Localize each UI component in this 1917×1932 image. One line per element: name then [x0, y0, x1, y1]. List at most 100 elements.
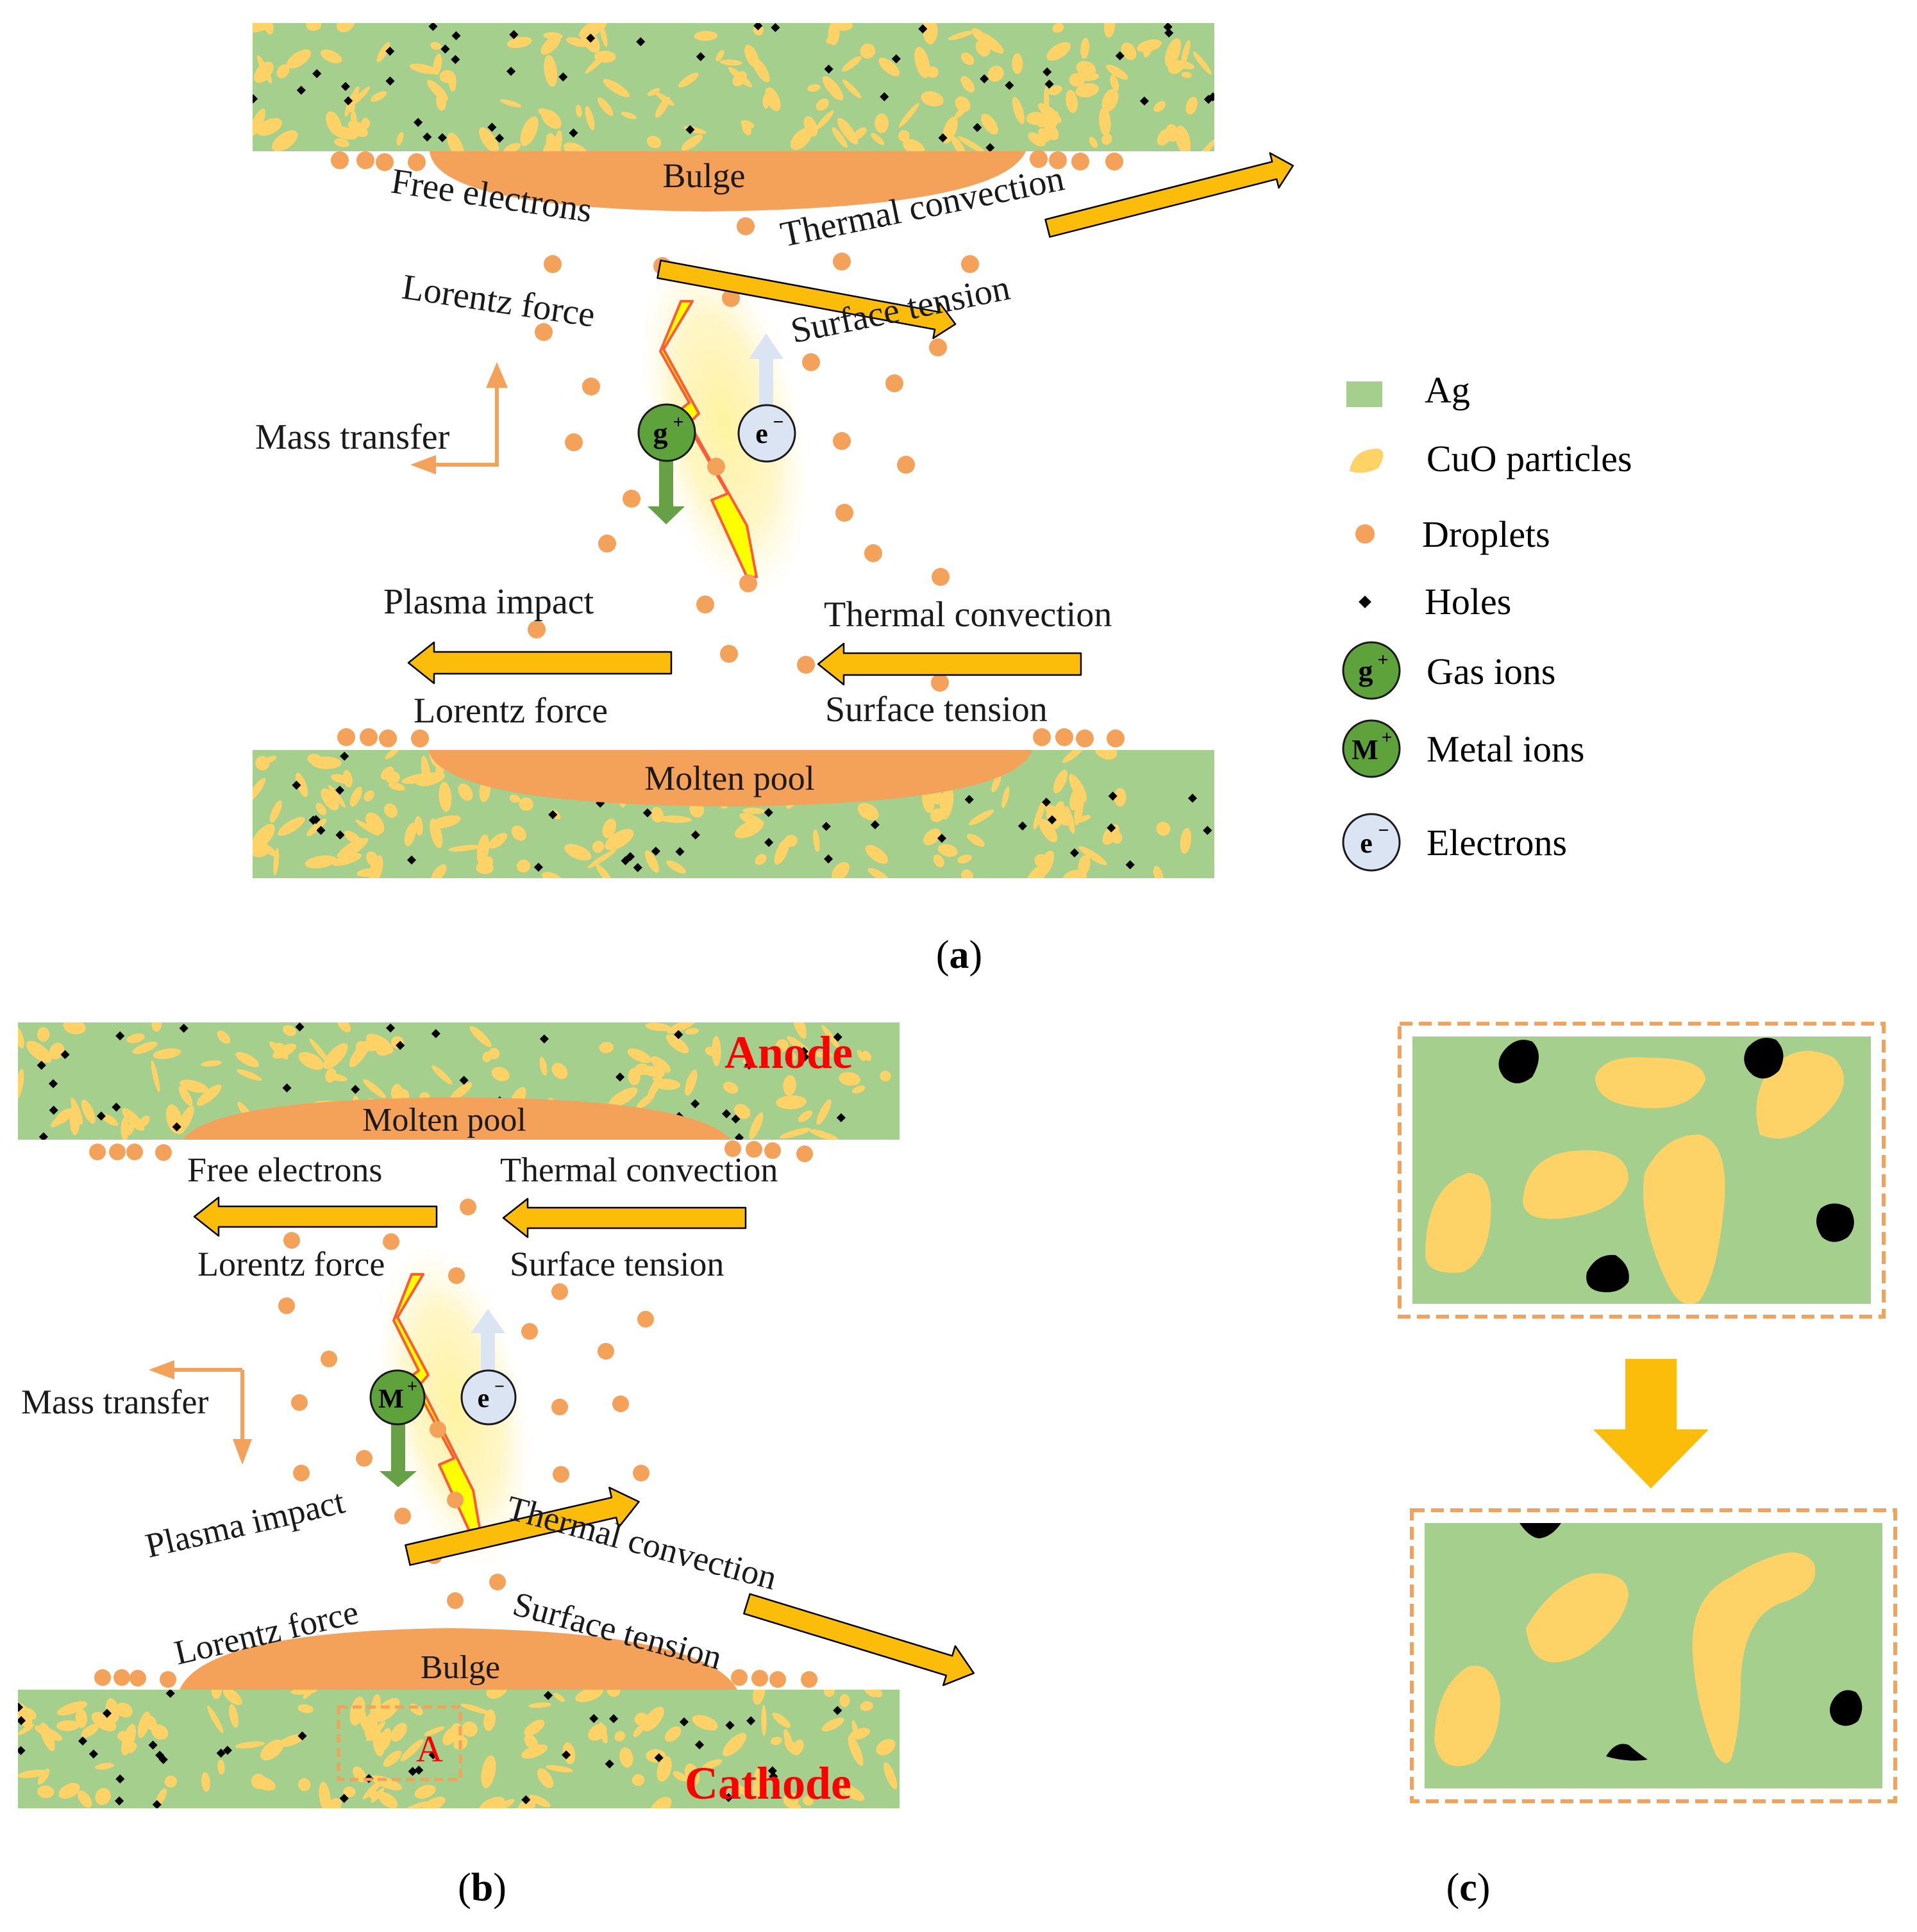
cuo-particle: [657, 1756, 672, 1782]
legend-gas-ion-icon: g +: [1342, 641, 1401, 700]
hole: [423, 132, 432, 142]
legend-droplet-swatch: [1355, 524, 1375, 544]
cuo-particle: [311, 756, 342, 769]
cuo-particle: [598, 97, 614, 116]
cuo-particle: [716, 50, 724, 62]
cuo-particle: [237, 1069, 262, 1081]
panel-a-lorentz-top-label: Lorentz force: [399, 267, 598, 335]
cuo-particle: [153, 1048, 181, 1060]
cuo-particle: [728, 67, 753, 88]
cuo-particle: [121, 1117, 130, 1140]
svg-text:e: e: [1360, 828, 1373, 859]
legend-hole-swatch: [1359, 595, 1371, 608]
hole: [451, 31, 461, 40]
cuo-particle: [524, 1719, 545, 1736]
cuo-particle: [424, 1726, 445, 1736]
cuo-particle: [1143, 46, 1152, 58]
panel-b-caption: (b): [458, 1866, 506, 1910]
cuo-particle: [506, 37, 532, 48]
cuo-particle: [772, 1712, 791, 1728]
panel-a-molten-pool: [428, 750, 1032, 806]
cuo-particle: [813, 829, 820, 852]
cuo-particle: [898, 103, 919, 128]
panel-b-mass-transfer-arrow: [149, 1360, 252, 1465]
cuo-particle: [1180, 40, 1191, 67]
hole: [674, 1029, 683, 1040]
cuo-particle: [376, 42, 390, 63]
cuo-particle: [619, 1747, 633, 1768]
hole: [296, 85, 306, 95]
cuo-particle: [1050, 111, 1059, 128]
hole: [1164, 28, 1174, 38]
hole: [642, 808, 652, 818]
cuo-particle: [702, 1759, 723, 1770]
cuo-particle: [283, 1025, 296, 1037]
panel-b-bulge: [180, 1628, 737, 1690]
hole: [487, 122, 497, 132]
cuo-particle: [298, 1052, 324, 1070]
panel-b-force-arrows: [193, 1196, 975, 1686]
cuo-particle: [49, 1042, 65, 1060]
cuo-particle: [343, 1786, 356, 1797]
cuo-particle: [256, 54, 272, 84]
cuo-particle: [753, 1690, 766, 1705]
hole: [112, 1103, 121, 1112]
hole: [731, 1114, 741, 1124]
cuo-particle: [517, 1799, 536, 1808]
cuo-particle: [545, 1765, 573, 1773]
hole: [292, 780, 301, 790]
cuo-particle: [315, 803, 327, 815]
cuo-particle: [543, 32, 563, 40]
panel-b-region-a-box: [337, 1705, 462, 1781]
svg-text:+: +: [1377, 649, 1388, 670]
cuo-particle: [75, 1709, 87, 1728]
hole: [344, 96, 353, 106]
cuo-particle: [371, 1787, 385, 1803]
panel-a-arrow-bottom-left: [407, 641, 673, 685]
cuo-particle: [95, 1788, 111, 1805]
legend-electron-icon: e −: [1342, 813, 1401, 872]
cuo-particle: [646, 135, 662, 149]
hole: [1047, 815, 1057, 824]
hole: [96, 1112, 106, 1121]
cuo-particle: [692, 1715, 718, 1731]
svg-text:g: g: [653, 417, 668, 449]
panel-b-free-electrons-label: Free electrons: [187, 1151, 382, 1189]
hole: [340, 81, 350, 91]
cuo-particle: [791, 1022, 807, 1039]
cuo-particle: [272, 135, 283, 149]
cuo-particle: [539, 1056, 548, 1076]
cuo-particle: [719, 59, 742, 66]
cuo-particle: [201, 1772, 210, 1792]
cuo-particle: [864, 1690, 877, 1697]
cuo-particle: [235, 1052, 259, 1067]
cuo-particle: [647, 88, 660, 96]
legend-droplets-label: Droplets: [1422, 513, 1550, 555]
hole: [539, 1034, 549, 1044]
cuo-particle: [809, 1129, 839, 1140]
cuo-particle: [520, 116, 539, 146]
cuo-particle: [306, 819, 327, 837]
cuo-particle: [458, 783, 473, 801]
hole: [385, 46, 395, 56]
cuo-particle: [816, 1099, 832, 1125]
cuo-particle: [223, 1690, 242, 1706]
cuo-particle: [770, 1736, 782, 1745]
hole: [880, 92, 889, 101]
cuo-particle: [1094, 750, 1118, 760]
cuo-particle: [816, 98, 829, 111]
legend-metal-ions-label: Metal ions: [1427, 728, 1584, 770]
cuo-particle: [666, 1034, 689, 1054]
cuo-particle: [852, 1085, 866, 1094]
cuo-particle: [229, 1704, 239, 1728]
hole: [1005, 81, 1014, 90]
panel-b-metal-ion: M +: [369, 1369, 426, 1487]
cuo-particle: [511, 825, 526, 841]
panel-a-arrow-top-right: [1044, 152, 1294, 238]
cuo-particle: [519, 797, 533, 811]
cuo-particle: [121, 1724, 137, 1756]
cuo-particle: [26, 1040, 52, 1063]
panel-a-force-arrows: [407, 152, 1294, 686]
cuo-particle: [101, 1113, 119, 1126]
cuo-particle: [1157, 128, 1173, 146]
